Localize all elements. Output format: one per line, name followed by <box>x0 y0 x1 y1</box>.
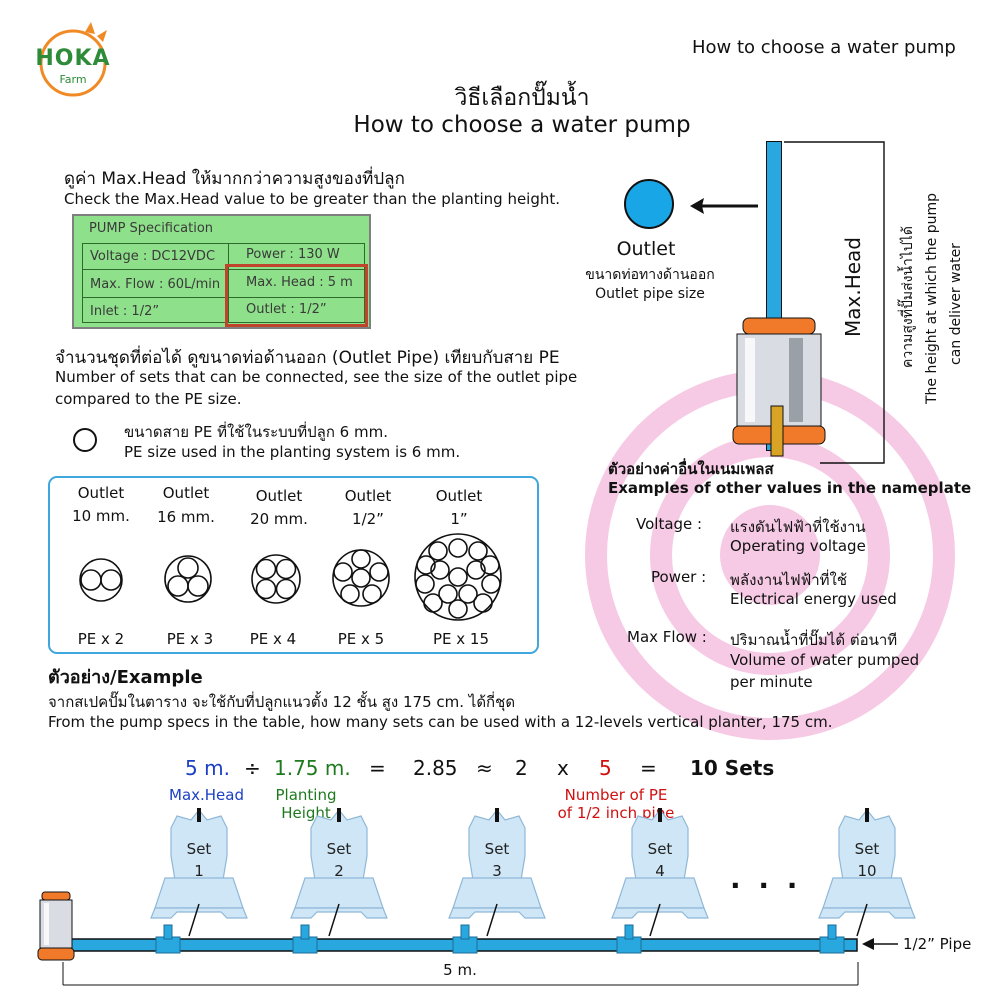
outlet-label: Outlet <box>255 487 303 505</box>
nameplate-power-thai: พลังงานไฟฟ้าที่ใช้ <box>730 571 848 589</box>
equation-result: 2.85 <box>413 756 458 780</box>
outlet-size: 1/2” <box>352 510 384 528</box>
outlet-label: Outlet <box>77 484 125 502</box>
outlet-label: Outlet <box>162 484 210 502</box>
pe-count: PE x 2 <box>77 630 125 648</box>
nameplate-power-english: Electrical energy used <box>730 590 897 608</box>
small-pump <box>37 891 75 961</box>
spec-inlet: Inlet : 1/2” <box>90 304 160 319</box>
spec-power: Power : 130 W <box>246 247 340 262</box>
outlet-thai: ขนาดท่อทางด้านออก <box>585 267 715 283</box>
pe-count: PE x 4 <box>249 630 297 648</box>
outlet-title: Outlet <box>616 238 676 260</box>
sets-instruction-thai: จำนวนชุดที่ต่อได้ ดูขนาดท่อด้านออก (Outl… <box>55 348 560 368</box>
outlet-size: 1” <box>450 510 468 528</box>
highlight-box <box>225 264 368 327</box>
spec-voltage: Voltage : DC12VDC <box>90 249 216 264</box>
main-title-english: How to choose a water pump <box>353 112 691 138</box>
pump-spec-table: PUMP Specification Voltage : DC12VDC Pow… <box>72 214 371 329</box>
example-heading: ตัวอย่าง/Example <box>48 667 203 688</box>
outlet-circle <box>624 179 674 229</box>
logo: HOKA Farm <box>33 18 113 98</box>
pipe-size-label: 1/2” Pipe <box>903 935 972 953</box>
pump-image <box>732 317 826 457</box>
pe-count: PE x 3 <box>166 630 214 648</box>
header-title: How to choose a water pump <box>692 37 956 58</box>
outlet-size: 10 mm. <box>72 507 130 525</box>
spec-title: PUMP Specification <box>89 221 214 236</box>
equation-equals: = <box>369 756 386 780</box>
nameplate-maxflow-label: Max Flow : <box>627 628 707 646</box>
equation-five: 5 <box>599 756 612 780</box>
pe-size-english: PE size used in the planting system is 6… <box>124 443 461 461</box>
equation-pe-label-1: Number of PE <box>564 786 668 804</box>
maxhead-instruction-english: Check the Max.Head value to be greater t… <box>64 190 561 208</box>
pe-size-thai: ขนาดสาย PE ที่ใช้ในระบบที่ปลูก 6 mm. <box>124 423 388 441</box>
main-title-thai: วิธีเลือกปั๊มน้ำ <box>454 85 590 111</box>
outlet-one-inch-pipe <box>414 533 502 621</box>
pipe-length-label: 5 m. <box>443 961 477 979</box>
outlet-label: Outlet <box>435 487 483 505</box>
equation-max-head-label: Max.Head <box>169 786 244 804</box>
nameplate-voltage-english: Operating voltage <box>730 537 866 555</box>
pe-count: PE x 15 <box>432 630 490 648</box>
pe-tube-icon <box>73 428 97 452</box>
equation-divide: ÷ <box>244 756 261 780</box>
outlet-size: 20 mm. <box>250 510 308 528</box>
outlet-16mm-pipe <box>164 555 212 603</box>
equation-times: x <box>557 756 569 780</box>
equation-max-head: 5 m. <box>185 756 230 780</box>
equation-total: 10 Sets <box>690 756 775 780</box>
nameplate-title-english: Examples of other values in the nameplat… <box>608 479 972 497</box>
maxhead-instruction-thai: ดูค่า Max.Head ให้มากกว่าความสูงของที่ปล… <box>64 169 405 189</box>
pe-count: PE x 5 <box>337 630 385 648</box>
outlet-size: 16 mm. <box>157 508 215 526</box>
equation-height: 1.75 m. <box>274 756 351 780</box>
outlet-english: Outlet pipe size <box>595 286 705 302</box>
equation-height-label-1: Planting <box>275 786 337 804</box>
nameplate-title-thai: ตัวอย่างค่าอื่นในเนมเพลส <box>608 460 774 478</box>
outlet-label: Outlet <box>344 487 392 505</box>
sets-instruction-english-1: Number of sets that can be connected, se… <box>55 368 578 386</box>
height-bracket <box>784 141 885 464</box>
outlet-20mm-pipe <box>251 554 301 604</box>
example-english: From the pump specs in the table, how ma… <box>48 713 833 731</box>
equation-approx: ≈ <box>476 756 493 780</box>
example-thai: จากสเปคปั๊มในตาราง จะใช้กับที่ปลูกแนวตั้… <box>48 693 516 711</box>
sets-instruction-english-2: compared to the PE size. <box>55 390 242 408</box>
spec-outlet: Outlet : 1/2” <box>246 302 327 317</box>
nameplate-maxflow-english-2: per minute <box>730 673 813 691</box>
nameplate-voltage-label: Voltage : <box>636 515 703 533</box>
outlet-comparison-box <box>48 476 539 654</box>
nameplate-power-label: Power : <box>651 568 707 586</box>
outlet-10mm-pipe <box>79 558 123 602</box>
spec-max-flow: Max. Flow : 60L/min <box>90 277 221 292</box>
logo-text: HOKA <box>35 46 111 71</box>
equation-equals-2: = <box>640 756 657 780</box>
nameplate-voltage-thai: แรงดันไฟฟ้าที่ใช้งาน <box>730 518 866 536</box>
nameplate-maxflow-thai: ปริมาณน้ำที่ปั๊มได้ ต่อนาที <box>730 631 898 649</box>
nameplate-maxflow-english: Volume of water pumped <box>730 651 920 669</box>
arrow-left-icon <box>690 198 758 214</box>
ellipsis: . . . <box>730 862 802 895</box>
logo-subtext: Farm <box>59 73 87 86</box>
target-ring-inner <box>720 505 820 605</box>
spec-max-head: Max. Head : 5 m <box>246 275 353 290</box>
equation-two: 2 <box>515 756 528 780</box>
